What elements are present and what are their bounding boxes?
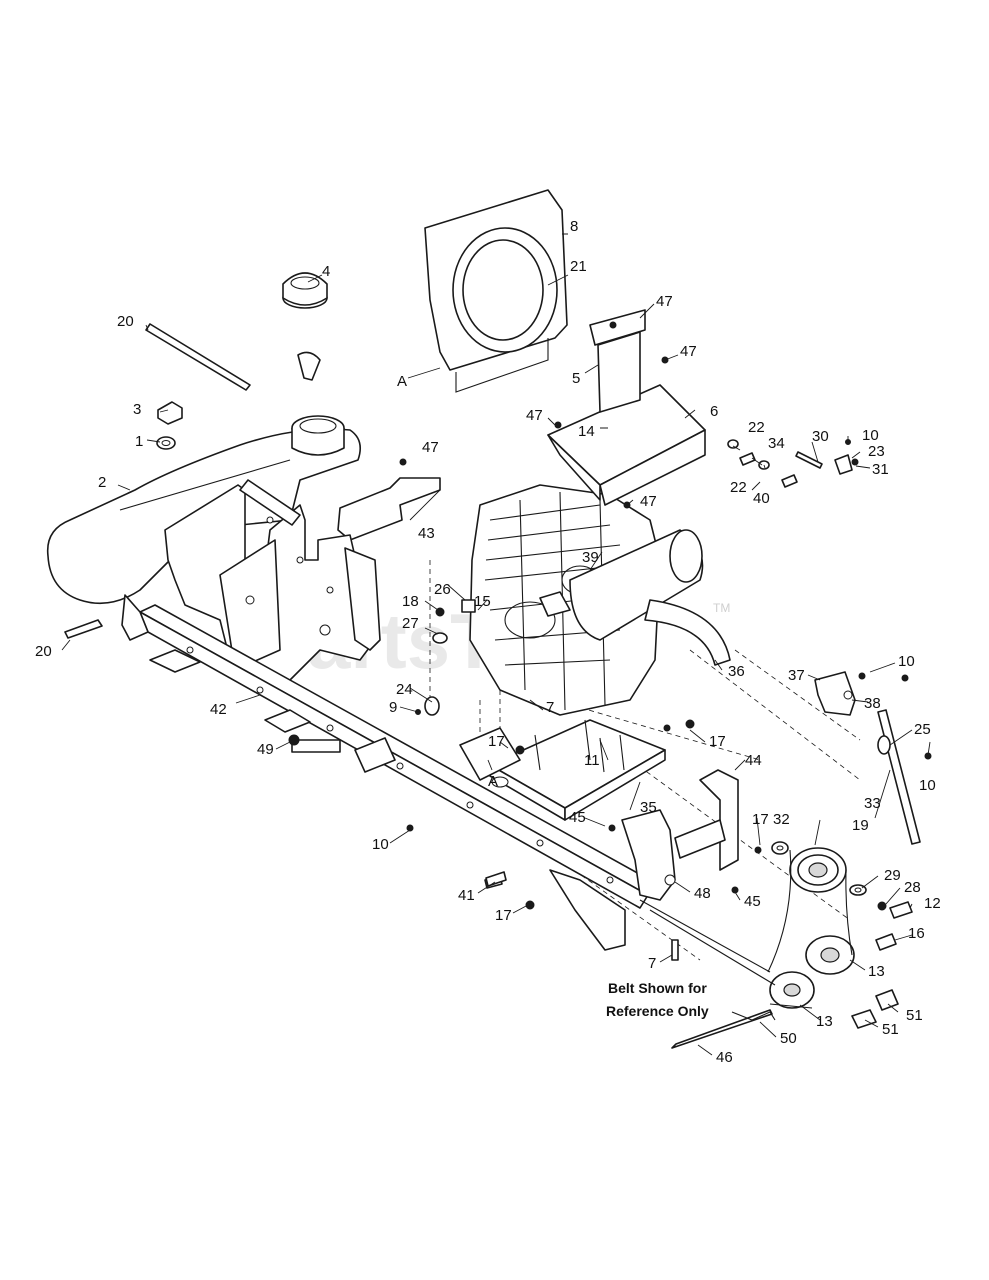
callout: 23 [868, 443, 885, 460]
callout: 36 [728, 663, 745, 680]
engine [469, 484, 661, 716]
callout: 43 [418, 525, 435, 542]
callout: 10 [898, 653, 915, 670]
callout: 15 [474, 593, 491, 610]
fittings-3-1 [156, 401, 183, 450]
fuel-cap [282, 272, 328, 381]
callout: 20 [35, 643, 52, 660]
callout: 48 [694, 885, 711, 902]
callout: 20 [117, 313, 134, 330]
callout: 10 [372, 836, 389, 853]
callout: 25 [914, 721, 931, 738]
belt-note-line1: Belt Shown for [608, 980, 707, 996]
callout: 47 [656, 293, 673, 310]
callout: 31 [872, 461, 889, 478]
belt-note: Belt Shown for Reference Only [606, 980, 709, 1019]
callout: 24 [396, 681, 413, 698]
callout: 3 [133, 401, 141, 418]
callout: 46 [716, 1049, 733, 1066]
plate-43 [337, 477, 441, 541]
callout: A [397, 373, 407, 390]
callout: 27 [402, 615, 419, 632]
callout: 40 [753, 490, 770, 507]
callout: 47 [640, 493, 657, 510]
callout: 21 [570, 258, 587, 275]
callout: 16 [908, 925, 925, 942]
callout: 38 [864, 695, 881, 712]
callout: 30 [812, 428, 829, 445]
callout: 42 [210, 701, 227, 718]
callout: 17 [752, 811, 769, 828]
callout: 12 [924, 895, 941, 912]
callout: 37 [788, 667, 805, 684]
callout: 28 [904, 879, 921, 896]
bracket-44 [621, 769, 739, 901]
frame-brackets [164, 479, 381, 691]
washers-bolts [849, 884, 913, 951]
callout: 51 [906, 1007, 923, 1024]
engine-shroud [424, 189, 568, 393]
callout: 17 [495, 907, 512, 924]
callout: 9 [389, 699, 397, 716]
callout: 51 [882, 1021, 899, 1038]
callout: 29 [884, 867, 901, 884]
callout: 10 [919, 777, 936, 794]
callout: 5 [572, 370, 580, 387]
callout: 41 [458, 887, 475, 904]
bolts-lower [485, 871, 679, 961]
callout: 33 [864, 795, 881, 812]
muffler [569, 529, 731, 666]
rod-upper [145, 323, 251, 391]
callout: 19 [852, 817, 869, 834]
rod-33 [877, 674, 932, 845]
callout: 34 [768, 435, 785, 452]
callout: 7 [546, 699, 554, 716]
callout: 35 [640, 799, 657, 816]
belt-note-line2: Reference Only [606, 1003, 709, 1019]
callout: 11 [584, 752, 600, 769]
rod-46 [671, 1009, 776, 1049]
callout: 13 [816, 1013, 833, 1030]
watermark-trademark: TM [713, 601, 730, 615]
callout: 26 [434, 581, 451, 598]
callout: 49 [257, 741, 274, 758]
callout: 7 [648, 955, 656, 972]
callout: 22 [730, 479, 747, 496]
spacers [851, 989, 899, 1029]
callout: 45 [744, 893, 761, 910]
callout: 14 [578, 423, 595, 440]
callout: 8 [570, 218, 578, 235]
callout: 47 [422, 439, 439, 456]
callout: 17 [488, 733, 505, 750]
callout: 44 [745, 752, 762, 769]
pulleys [639, 841, 855, 1009]
bracket-37 [814, 671, 866, 716]
callout: 22 [748, 419, 765, 436]
callout: 2 [98, 474, 106, 491]
callout: A [488, 773, 498, 790]
callout: 17 [709, 733, 726, 750]
fasteners [288, 321, 762, 910]
callout: 39 [582, 549, 599, 566]
callout: 1 [135, 433, 143, 450]
callout: 32 [773, 811, 790, 828]
callout: 10 [862, 427, 879, 444]
hardware-upper-right [727, 439, 859, 488]
callout-labels: 8 21 4 47 47 20 A 5 6 3 47 14 1 22 34 30… [35, 218, 941, 1066]
callout: 45 [569, 809, 586, 826]
mounting-plate [459, 719, 666, 821]
callout: 4 [322, 263, 330, 280]
callout: 50 [780, 1030, 797, 1047]
frame-rail [121, 594, 651, 951]
callout: 47 [680, 343, 697, 360]
callout: 47 [526, 407, 543, 424]
muffler-guard [547, 309, 706, 506]
leader-lines [61, 233, 931, 1056]
callout: 13 [868, 963, 885, 980]
callout: 6 [710, 403, 718, 420]
rod-lower [64, 619, 103, 639]
callout: 18 [402, 593, 419, 610]
